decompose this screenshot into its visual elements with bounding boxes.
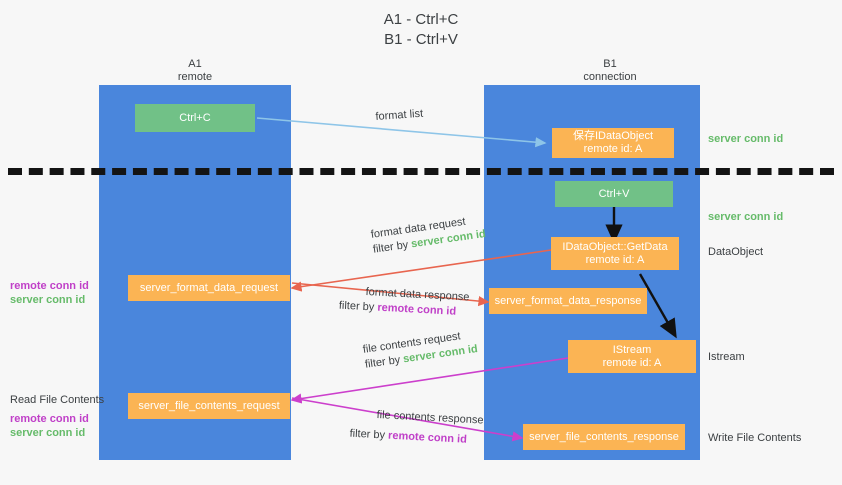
edge-label-file-contents-response: file contents response filter by remote … (349, 408, 484, 449)
arrow-getdata-to-istream (638, 273, 677, 339)
file-resp-filter-pre: filter by (349, 427, 389, 442)
box-save-idataobject-title: 保存IDataObject (572, 130, 654, 142)
box-server-format-data-response-label: server_format_data_response (494, 294, 642, 307)
arrow-file-contents-request (290, 357, 569, 404)
box-server-format-data-request-label: server_format_data_request (139, 281, 279, 294)
box-istream-remote-id: remote id: A (602, 356, 662, 369)
box-server-file-contents-response[interactable]: server_file_contents_response (523, 424, 685, 450)
page-title: A1 - Ctrl+C B1 - Ctrl+V (0, 10, 842, 50)
right-label-istream: Istream (708, 351, 745, 363)
box-ctrl-c-label: Ctrl+C (179, 111, 211, 124)
lane-a1-name: A1 (188, 58, 202, 70)
box-server-format-data-response[interactable]: server_format_data_response (489, 288, 647, 314)
lane-a1-role: remote (177, 71, 213, 83)
left-label-remote-conn-id-2: remote conn id (10, 413, 89, 425)
box-idataobject-getdata[interactable]: IDataObject::GetData remote id: A (551, 237, 679, 270)
right-label-dataobject: DataObject (708, 246, 764, 258)
title-line-1: A1 - Ctrl+C (383, 11, 459, 28)
box-ctrl-v[interactable]: Ctrl+V (555, 181, 673, 207)
right-label-server-conn-id-mid: server conn id (708, 211, 784, 223)
arrow-format-data-response (291, 282, 490, 307)
box-save-idataobject[interactable]: 保存IDataObject remote id: A (552, 128, 674, 158)
left-label-read-file-contents: Read File Contents (10, 394, 105, 406)
arrow-format-list (256, 117, 547, 148)
box-ctrl-v-label: Ctrl+V (598, 187, 630, 200)
box-getdata-title: IDataObject::GetData (562, 240, 668, 253)
lane-header-a1: A1 remote (140, 58, 250, 84)
file-req-filter-pre: filter by (364, 353, 405, 371)
box-server-file-contents-response-label: server_file_contents_response (529, 430, 679, 443)
edge-label-format-data-response: format data response filter by remote co… (339, 285, 470, 320)
file-resp-filter-key: remote conn id (387, 429, 468, 446)
box-server-file-contents-request-label: server_file_contents_request (138, 399, 280, 412)
left-label-server-conn-id-1: server conn id (10, 294, 86, 306)
fmt-resp-filter-key: remote conn id (377, 301, 457, 318)
title-line-2: B1 - Ctrl+V (384, 31, 458, 48)
edge-label-format-list-text: format list (375, 107, 424, 123)
arrow-file-contents-response (291, 397, 524, 442)
left-label-remote-conn-id-1: remote conn id (10, 280, 89, 292)
box-ctrl-c[interactable]: Ctrl+C (135, 104, 255, 132)
box-istream-title: IStream (612, 343, 652, 356)
box-getdata-remote-id: remote id: A (585, 253, 645, 266)
box-server-file-contents-request[interactable]: server_file_contents_request (128, 393, 290, 419)
lane-b1-role: connection (583, 71, 637, 83)
fmt-req-filter-pre: filter by (372, 238, 413, 256)
box-save-idataobject-remote-id: remote id: A (583, 143, 643, 155)
left-label-server-conn-id-2: server conn id (10, 427, 86, 439)
fmt-resp-filter-pre: filter by (338, 299, 378, 314)
right-label-write-file-contents: Write File Contents (708, 432, 802, 444)
box-istream[interactable]: IStream remote id: A (568, 340, 696, 373)
right-label-server-conn-id-top: server conn id (708, 133, 784, 145)
arrow-format-data-request (290, 249, 552, 292)
lane-header-b1: B1 connection (540, 58, 680, 84)
phase-divider (8, 168, 834, 175)
box-server-format-data-request[interactable]: server_format_data_request (128, 275, 290, 301)
lane-b1-name: B1 (603, 58, 617, 70)
